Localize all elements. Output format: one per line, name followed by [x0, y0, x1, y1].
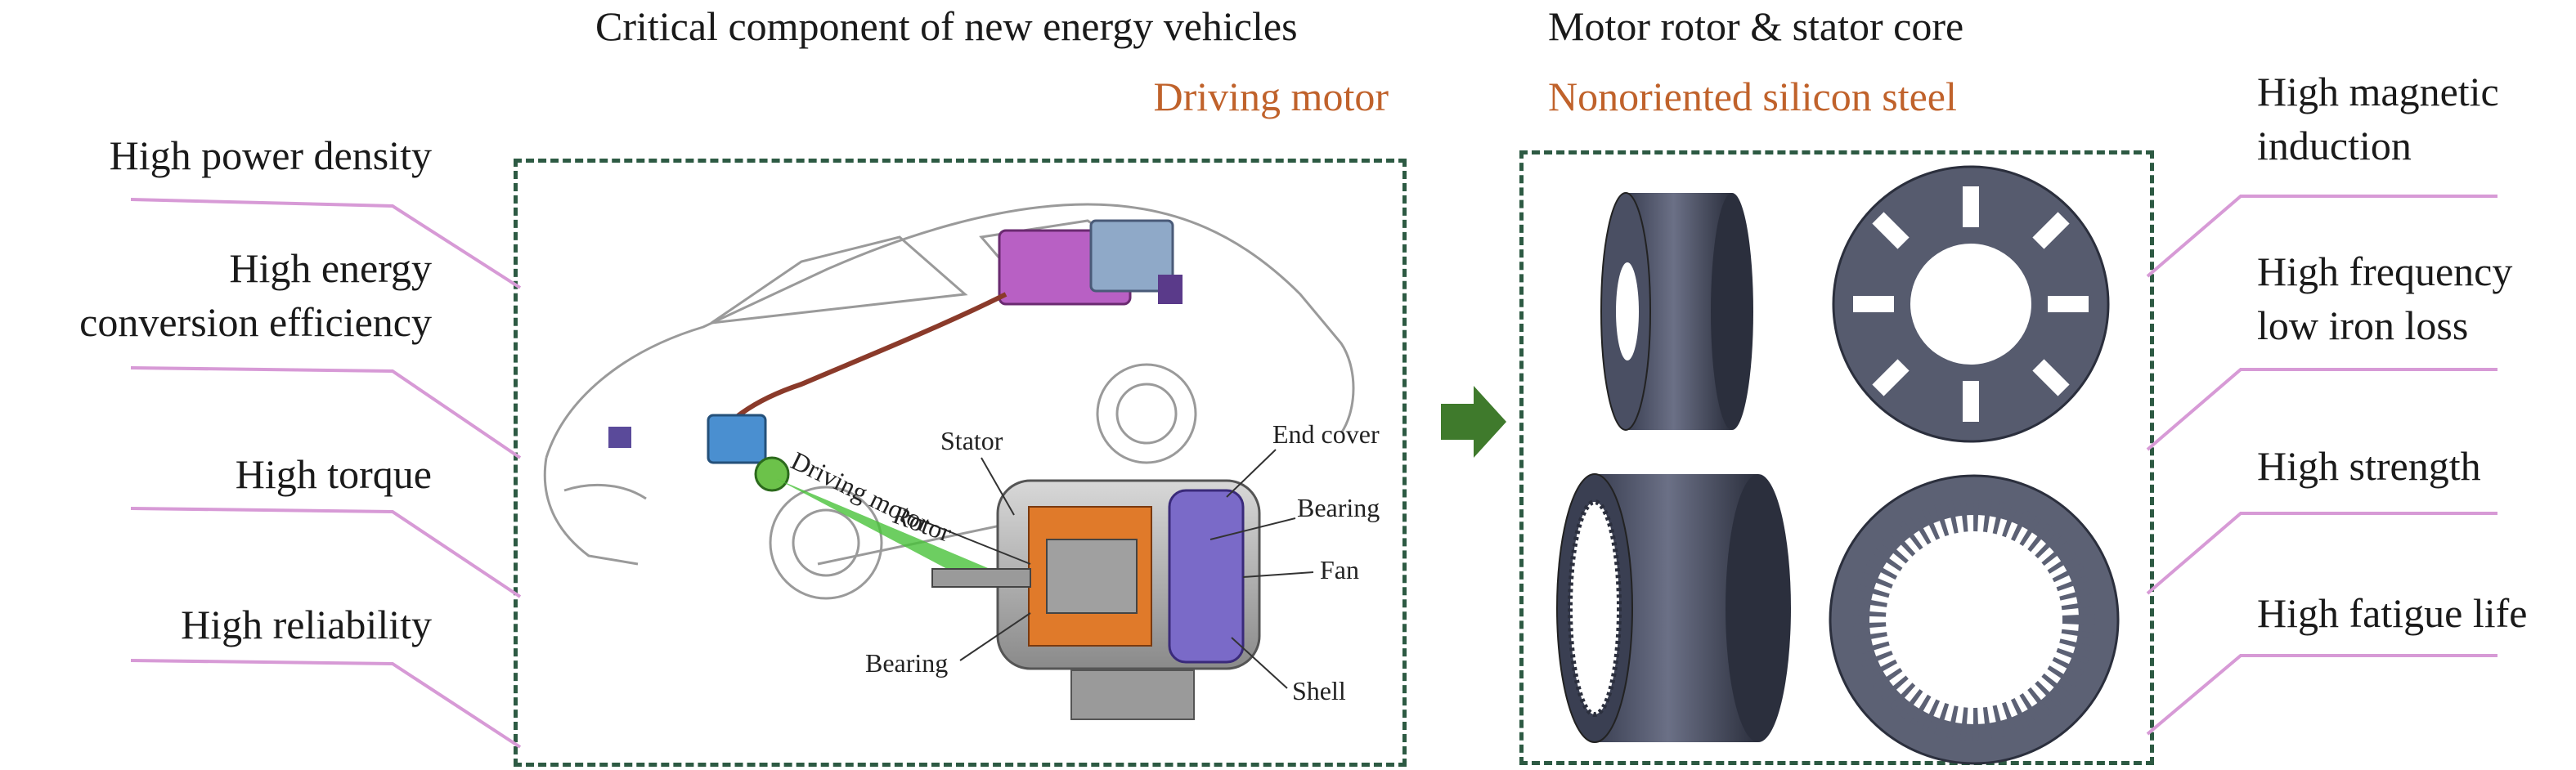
- feature-high-fatigue-life: High fatigue life: [2257, 590, 2528, 636]
- connector-magnetic-induction: [2146, 195, 2497, 278]
- motor-leaders: [907, 449, 1314, 689]
- stator-core-side: [1556, 473, 1791, 743]
- feature-high-reliability: High reliability: [181, 602, 432, 647]
- connector-fatigue-life: [2146, 654, 2497, 736]
- feature-low-iron-loss: low iron loss: [2257, 302, 2469, 348]
- label-bearing-top: Bearing: [1297, 493, 1380, 522]
- connector-reliability: [130, 659, 522, 749]
- driving-motor-box: [514, 159, 1407, 767]
- connector-energy-efficiency: [130, 366, 522, 459]
- connector-power-density: [130, 198, 522, 289]
- connector-torque: [130, 507, 522, 598]
- silicon-steel-box: [1519, 150, 2154, 765]
- right-header: Motor rotor & stator core: [1548, 3, 1964, 49]
- feature-induction: induction: [2257, 123, 2412, 168]
- stator-lamination: [1829, 474, 2120, 765]
- connector-iron-loss: [2146, 368, 2497, 451]
- feature-high-frequency: High frequency: [2257, 248, 2513, 294]
- left-connectors: [130, 198, 522, 749]
- feature-high-magnetic: High magnetic: [2257, 69, 2499, 114]
- arrow-right-icon: [1441, 386, 1506, 458]
- label-stator: Stator: [940, 426, 1003, 455]
- label-shell: Shell: [1292, 676, 1346, 705]
- battery-pack: [998, 219, 1183, 306]
- motor-pointer-beam: [777, 479, 998, 585]
- label-end-cover: End cover: [1272, 419, 1380, 449]
- front-motor-module: [608, 414, 790, 492]
- motor-cutaway: [931, 479, 1261, 720]
- label-fan: Fan: [1320, 555, 1359, 584]
- feature-conversion-efficiency: conversion efficiency: [79, 299, 432, 345]
- left-header: Critical component of new energy vehicle…: [595, 3, 1298, 49]
- right-connectors: [2146, 195, 2497, 736]
- label-bearing-bottom: Bearing: [865, 648, 949, 678]
- rotor-lamination: [1832, 165, 2110, 443]
- rotor-core-side: [1600, 192, 1753, 431]
- right-subheader: Nonoriented silicon steel: [1548, 74, 1957, 119]
- connector-strength: [2146, 512, 2497, 595]
- feature-high-torque: High torque: [235, 451, 432, 497]
- feature-high-strength: High strength: [2257, 443, 2481, 489]
- feature-high-energy: High energy: [229, 245, 432, 291]
- feature-high-power-density: High power density: [109, 132, 432, 178]
- left-subheader: Driving motor: [1153, 74, 1389, 119]
